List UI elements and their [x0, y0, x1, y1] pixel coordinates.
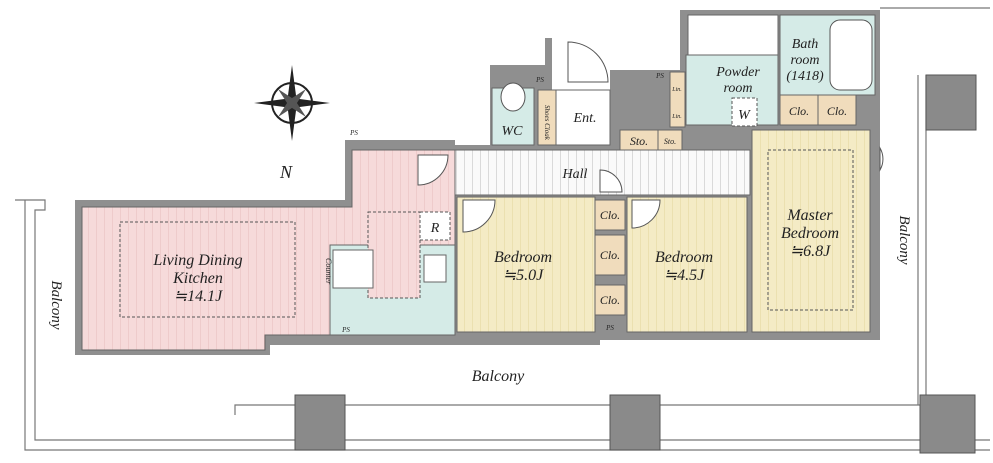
- closet-label: Clo.: [600, 293, 620, 307]
- linen: [669, 71, 686, 128]
- pipe-space-label: PS: [349, 129, 358, 137]
- stove-icon: [423, 254, 447, 283]
- rug-outline: [119, 221, 296, 318]
- counter-label: Counter: [324, 258, 333, 285]
- pipe-space-label: PS: [535, 76, 544, 84]
- pipe-space-label: PS: [605, 324, 614, 332]
- column: [925, 74, 977, 131]
- storage-label: Sto.: [630, 134, 648, 148]
- fridge-label: R: [430, 221, 440, 236]
- fridge-space: [419, 211, 451, 241]
- bedroom-2-label: Bedroom: [655, 249, 713, 266]
- ldk-label: Living Dining: [152, 252, 242, 269]
- vanity: [687, 14, 779, 56]
- hall-label: Hall: [562, 167, 588, 182]
- wc-label: WC: [502, 124, 524, 139]
- bedroom-1-label: Bedroom: [494, 249, 552, 266]
- entrance-label: Ent.: [573, 111, 597, 126]
- master-label-2: Bedroom: [781, 225, 839, 242]
- storage-label: Sto.: [664, 137, 676, 146]
- pipe-space-label: PS: [341, 326, 350, 334]
- bed-outline: [767, 149, 854, 311]
- shoes-cloak-label: Shoes Cloak: [543, 105, 551, 141]
- closet: [779, 94, 819, 126]
- closet-label: Clo.: [789, 104, 809, 118]
- linen-label: Lin.: [671, 87, 682, 93]
- door-swing[interactable]: [879, 146, 884, 172]
- storage: [657, 129, 683, 151]
- closet-label: Clo.: [600, 208, 620, 222]
- door-swing[interactable]: [631, 199, 661, 229]
- door-swing[interactable]: [462, 199, 496, 233]
- bath-label-2: room: [790, 53, 819, 68]
- linen-label: Lin.: [671, 114, 682, 120]
- master-label: Master: [786, 207, 833, 224]
- balcony-left-label: Balcony: [48, 280, 64, 329]
- bath-size: (1418): [786, 69, 824, 84]
- balcony-bottom-label: Balcony: [472, 368, 525, 385]
- bathtub-icon: [829, 19, 873, 91]
- closet: [594, 284, 626, 316]
- door-swing[interactable]: [599, 169, 623, 193]
- master-size: ≒6.8J: [790, 243, 831, 260]
- column: [919, 394, 976, 454]
- entrance-door[interactable]: [567, 41, 609, 83]
- sink-icon: [332, 249, 374, 289]
- closet-label: Clo.: [600, 248, 620, 262]
- ldk-size: ≒14.1J: [174, 288, 223, 305]
- bath-label: Bath: [792, 37, 818, 52]
- column: [294, 394, 346, 451]
- compass-north-label: N: [279, 162, 293, 182]
- closet: [817, 94, 857, 126]
- door-swing[interactable]: [417, 154, 449, 186]
- closet-label: Clo.: [827, 104, 847, 118]
- washer-label: W: [738, 108, 751, 123]
- compass-icon: [254, 65, 330, 141]
- closet: [594, 234, 626, 276]
- washer-space: [731, 97, 758, 127]
- ldk-label-2: Kitchen: [172, 270, 223, 287]
- closet: [594, 199, 626, 231]
- kitchen-island: [367, 211, 421, 299]
- pipe-space-label: PS: [655, 72, 664, 80]
- entrance: [555, 89, 611, 146]
- bedroom-2-size: ≒4.5J: [664, 267, 705, 284]
- column: [609, 394, 661, 451]
- balcony-right-label: Balcony: [896, 215, 912, 264]
- powder-label-2: room: [723, 81, 752, 96]
- toilet-icon: [500, 82, 526, 112]
- bedroom-1-size: ≒5.0J: [503, 267, 544, 284]
- master-bedroom: [751, 129, 871, 333]
- powder-label: Powder: [715, 65, 760, 80]
